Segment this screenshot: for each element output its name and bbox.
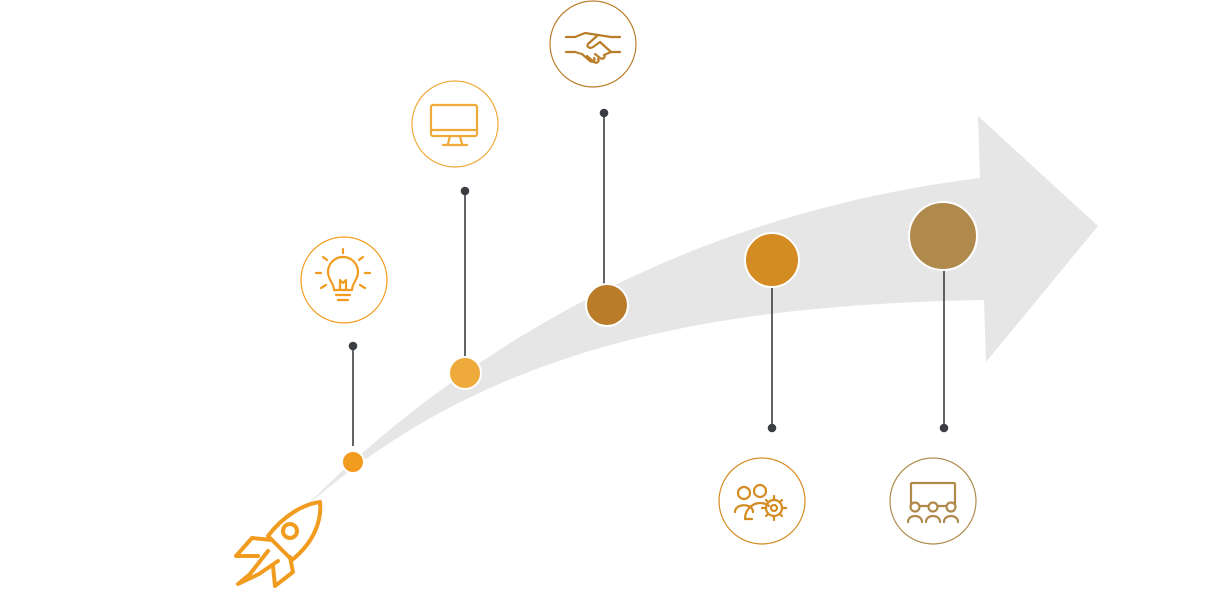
connector-5-dot — [939, 423, 949, 433]
icon-badge-1 — [300, 236, 388, 324]
growth-arrow — [300, 116, 1098, 512]
icon-badge-4 — [718, 457, 806, 545]
milestone-dot-4 — [744, 232, 800, 288]
connector-4-dot — [767, 423, 777, 433]
connector-1-dot — [348, 341, 358, 351]
lightbulb-icon — [314, 247, 372, 302]
monitor-icon — [429, 103, 479, 147]
team-settings-icon — [733, 483, 788, 522]
icon-badge-2 — [411, 80, 499, 168]
milestone-dots — [341, 201, 978, 474]
milestone-dot-3 — [585, 283, 629, 327]
connector-2-dot — [460, 186, 470, 196]
handshake-icon — [564, 31, 622, 64]
rocket-icon — [234, 500, 323, 588]
connectors — [348, 108, 949, 446]
milestone-dot-5 — [908, 201, 978, 271]
icon-badge-5 — [889, 457, 977, 545]
audience-presentation-icon — [906, 481, 960, 524]
milestone-dot-1 — [341, 450, 365, 474]
connector-3-dot — [599, 108, 609, 118]
milestone-dot-2 — [448, 356, 482, 390]
icon-badge-3 — [549, 0, 637, 88]
